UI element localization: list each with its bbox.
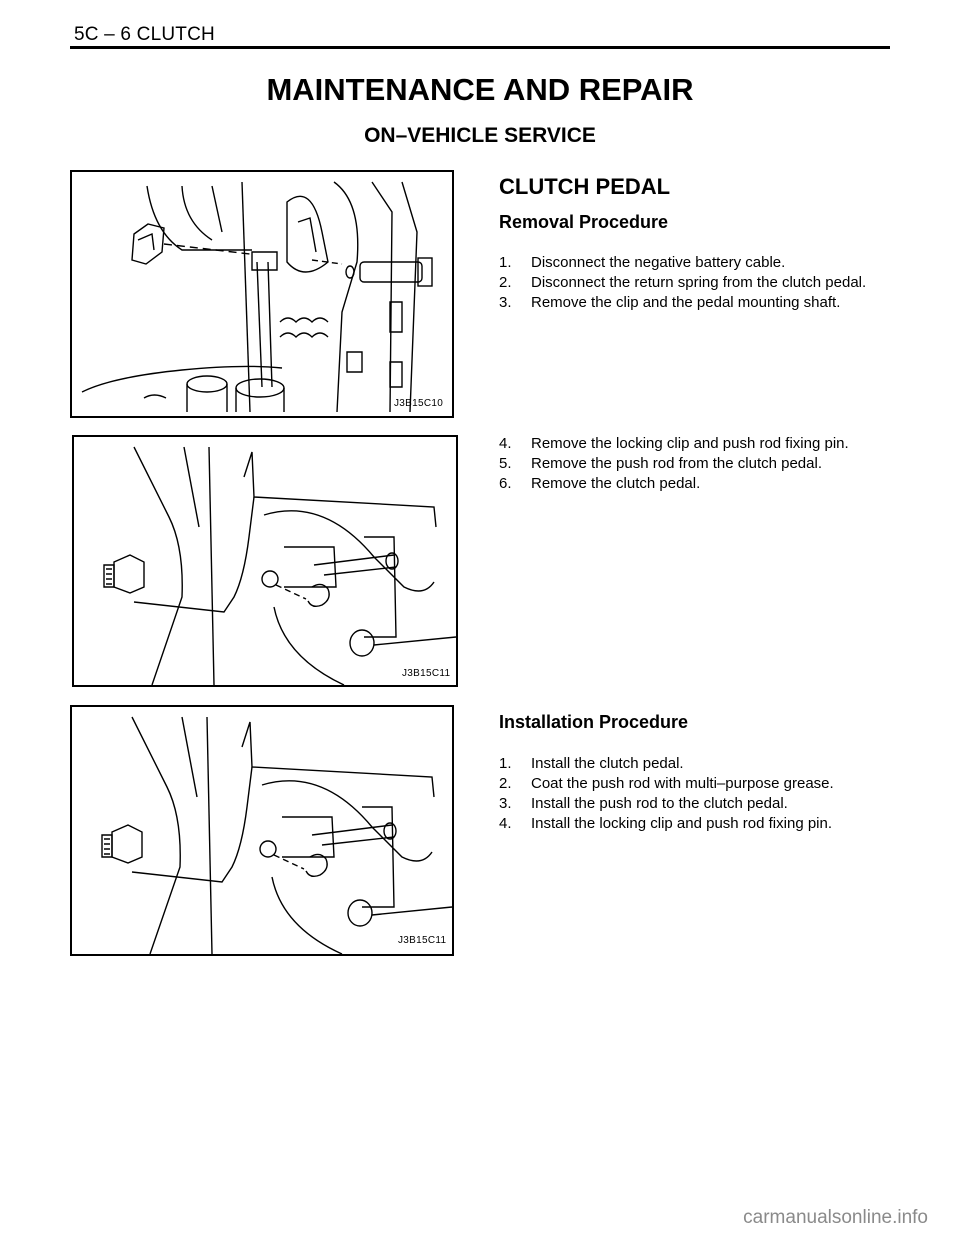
step-text: Remove the clutch pedal. <box>531 475 701 492</box>
removal-steps-list-b: 4. Remove the locking clip and push rod f… <box>499 434 849 494</box>
figure-caption: J3B15C11 <box>402 668 451 679</box>
figure-caption: J3B15C10 <box>394 398 444 409</box>
step-number: 6. <box>499 475 512 492</box>
step-number: 3. <box>499 795 512 812</box>
header-rule <box>70 46 890 49</box>
page-header-section: 5C – 6 CLUTCH <box>74 24 215 45</box>
figure-caption: J3B15C11 <box>398 935 447 946</box>
push-rod-illustration <box>103 446 456 685</box>
installation-procedure-title: Installation Procedure <box>499 712 689 732</box>
step-text: Disconnect the negative battery cable. <box>531 254 786 271</box>
step-number: 4. <box>499 435 512 452</box>
list-item: 1. Disconnect the negative battery cable. <box>499 253 866 273</box>
step-number: 3. <box>499 294 512 311</box>
list-item: 4. Remove the locking clip and push rod f… <box>499 434 849 454</box>
figure-install-push-rod: J3B15C11 <box>70 705 454 956</box>
watermark: carmanualsonline.info <box>743 1207 928 1228</box>
step-text: Remove the locking clip and push rod fix… <box>531 435 849 452</box>
page-subtitle: ON–VEHICLE SERVICE <box>364 124 596 147</box>
step-number: 1. <box>499 755 512 772</box>
list-item: 5. Remove the push rod from the clutch pe… <box>499 454 849 474</box>
figure-push-rod-fixing-pin: J3B15C11 <box>72 435 458 687</box>
page-title: MAINTENANCE AND REPAIR <box>266 72 694 107</box>
list-item: 2. Coat the push rod with multi–purpose g… <box>499 774 834 794</box>
step-number: 1. <box>499 254 512 271</box>
step-text: Disconnect the return spring from the cl… <box>531 274 867 291</box>
step-number: 2. <box>499 274 512 291</box>
step-number: 4. <box>499 815 512 832</box>
list-item: 2. Disconnect the return spring from the … <box>499 273 866 293</box>
pedal-shaft-illustration <box>81 181 433 413</box>
step-text: Install the clutch pedal. <box>531 755 684 772</box>
list-item: 3. Install the push rod to the clutch ped… <box>499 794 834 814</box>
step-text: Install the locking clip and push rod fi… <box>531 815 833 832</box>
step-number: 2. <box>499 775 512 792</box>
removal-procedure-title: Removal Procedure <box>499 212 669 232</box>
list-item: 4. Install the locking clip and push rod … <box>499 814 834 834</box>
figure-pedal-mounting-shaft: J3B15C10 <box>70 170 454 418</box>
section-title-clutch-pedal: CLUTCH PEDAL <box>499 174 671 199</box>
step-text: Coat the push rod with multi–purpose gre… <box>531 775 834 792</box>
installation-steps-list: 1. Install the clutch pedal. 2. Coat the p… <box>499 754 834 834</box>
list-item: 6. Remove the clutch pedal. <box>499 474 849 494</box>
removal-steps-list-a: 1. Disconnect the negative battery cable.… <box>499 253 866 313</box>
install-illustration <box>101 716 452 954</box>
list-item: 3. Remove the clip and the pedal mounting… <box>499 293 866 313</box>
step-number: 5. <box>499 455 512 472</box>
step-text: Install the push rod to the clutch pedal… <box>531 795 788 812</box>
step-text: Remove the push rod from the clutch peda… <box>531 455 822 472</box>
step-text: Remove the clip and the pedal mounting s… <box>531 294 841 311</box>
list-item: 1. Install the clutch pedal. <box>499 754 834 774</box>
